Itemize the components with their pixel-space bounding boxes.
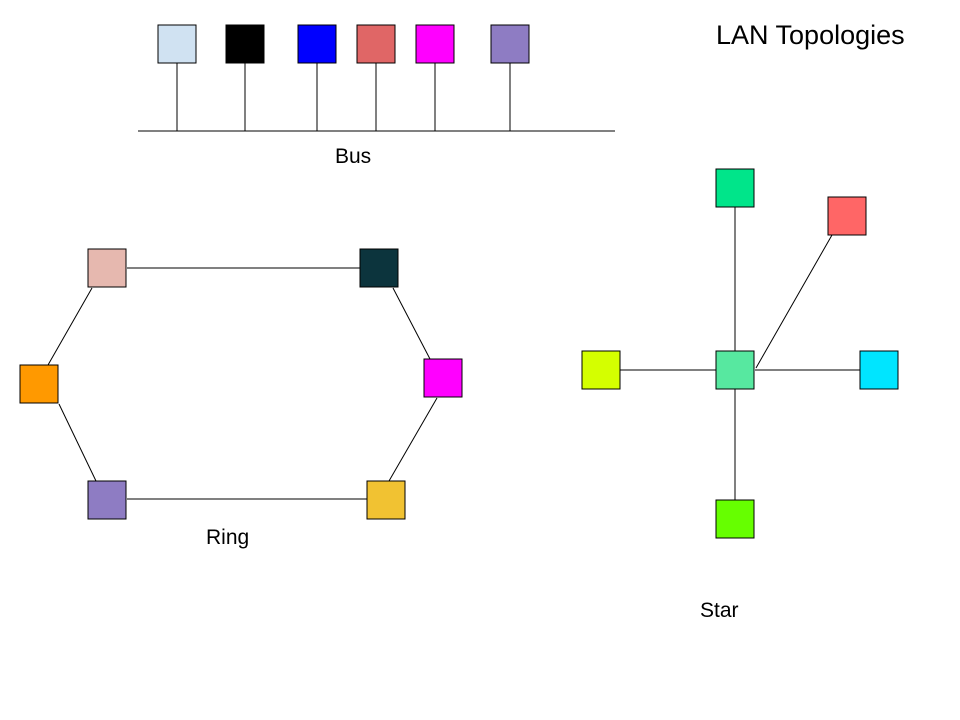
bus-node-5 bbox=[415, 24, 455, 64]
ring-link-2 bbox=[392, 287, 431, 360]
bus-node-3 bbox=[297, 24, 337, 64]
ring-label: Ring bbox=[206, 526, 250, 549]
ring-node-left bbox=[19, 364, 59, 404]
ring-node-right bbox=[423, 358, 463, 398]
star-hub bbox=[715, 350, 755, 390]
ring-node-bottom-left bbox=[87, 480, 127, 520]
ring-link-5 bbox=[58, 403, 97, 482]
star-node-top bbox=[715, 168, 755, 208]
diagram-title: LAN Topologies bbox=[716, 20, 905, 50]
bus-node-2 bbox=[225, 24, 265, 64]
star-label: Star bbox=[700, 599, 739, 622]
bus-node-4 bbox=[356, 24, 396, 64]
bus-node-1 bbox=[157, 24, 197, 64]
bus-label: Bus bbox=[335, 145, 372, 168]
star-node-top-right bbox=[827, 196, 867, 236]
star-node-left bbox=[581, 350, 621, 390]
ring-node-top-left bbox=[87, 248, 127, 288]
ring-link-6 bbox=[47, 287, 93, 366]
ring-node-top-right bbox=[359, 248, 399, 288]
star-node-bottom bbox=[715, 499, 755, 539]
bus-node-6 bbox=[490, 24, 530, 64]
ring-link-3 bbox=[388, 397, 438, 482]
ring-node-bottom-right bbox=[366, 480, 406, 520]
star-node-right bbox=[859, 350, 899, 390]
